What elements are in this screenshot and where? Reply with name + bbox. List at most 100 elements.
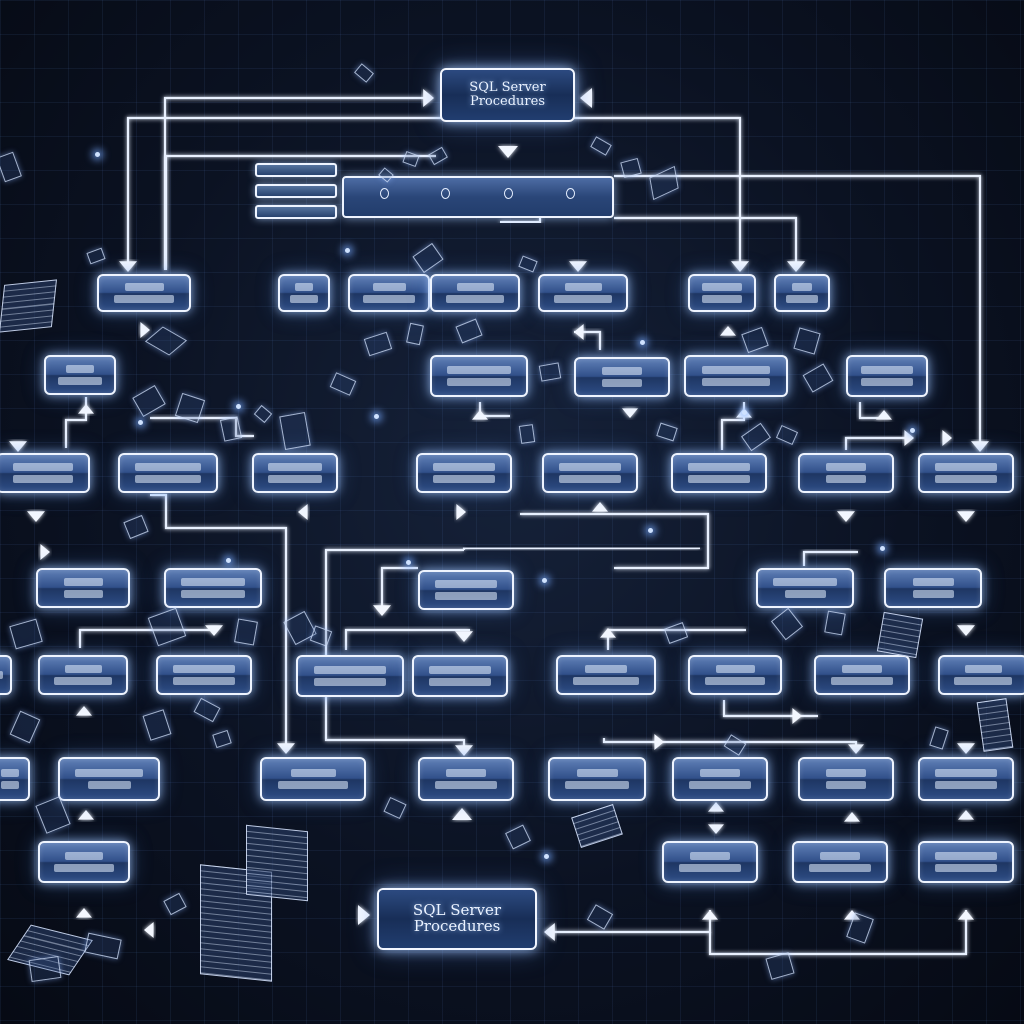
arrowhead-icon: [848, 744, 864, 754]
connector-line: [844, 436, 912, 450]
arrowhead-icon: [455, 631, 473, 642]
top-title-line-1: SQL Server: [469, 80, 546, 96]
procedure-node: [412, 655, 508, 697]
procedure-node: [684, 355, 788, 397]
connector-line: [614, 174, 982, 448]
procedure-node: [774, 274, 830, 312]
arrowhead-icon: [78, 404, 94, 414]
procedure-node: [688, 274, 756, 312]
procedure-node: [296, 655, 404, 697]
arrowhead-icon: [205, 625, 223, 636]
stack-bar: [255, 184, 337, 198]
arrowhead-icon: [455, 745, 473, 756]
connector-line: [78, 628, 210, 648]
arrowhead-icon: [76, 908, 92, 918]
procedure-node: [278, 274, 330, 312]
paper-icon: [518, 424, 536, 444]
arrowhead-icon: [574, 324, 584, 340]
arrowhead-icon: [958, 810, 974, 820]
procedure-node: [918, 757, 1014, 801]
bottom-title-line-1: SQL Server: [412, 901, 502, 920]
procedure-node: [814, 655, 910, 695]
procedure-node: [918, 453, 1014, 493]
connector-line: [614, 216, 798, 268]
connector-line: [344, 628, 470, 650]
arrowhead-icon: [452, 808, 472, 820]
arrowhead-icon: [358, 905, 370, 925]
arrowhead-icon: [876, 410, 892, 420]
arrowhead-icon: [373, 605, 391, 616]
bus-dot: [566, 188, 575, 199]
arrowhead-icon: [622, 408, 638, 418]
procedure-node: [430, 355, 528, 397]
arrowhead-icon: [119, 261, 137, 272]
arrowhead-icon: [792, 708, 802, 724]
arrowhead-icon: [957, 625, 975, 636]
glow-spark: [138, 420, 143, 425]
glow-spark: [95, 152, 100, 157]
glow-spark: [910, 428, 915, 433]
procedure-node: [792, 841, 888, 883]
arrowhead-icon: [498, 146, 518, 158]
arrowhead-icon: [904, 430, 914, 446]
arrowhead-icon: [731, 261, 749, 272]
procedure-node: [97, 274, 191, 312]
arrowhead-icon: [78, 810, 94, 820]
procedure-node: [756, 568, 854, 608]
procedure-node: [556, 655, 656, 695]
procedure-node: [118, 453, 218, 493]
arrowhead-icon: [144, 922, 154, 938]
glow-spark: [374, 414, 379, 419]
procedure-node: [156, 655, 252, 695]
procedure-node: [672, 757, 768, 801]
bus-dot: [504, 188, 513, 199]
arrowhead-icon: [957, 511, 975, 522]
arrowhead-icon: [702, 910, 718, 920]
glow-spark: [345, 248, 350, 253]
procedure-node: [938, 655, 1024, 695]
procedure-node: [884, 568, 982, 608]
arrowhead-icon: [456, 504, 466, 520]
data-bus: [342, 176, 614, 218]
procedure-node: [918, 841, 1014, 883]
arrowhead-icon: [654, 734, 664, 750]
procedure-node: [430, 274, 520, 312]
connector-line: [708, 910, 968, 956]
connector-line: [126, 116, 742, 270]
procedure-node: [548, 757, 646, 801]
procedure-node: [0, 655, 12, 695]
bus-dot: [441, 188, 450, 199]
arrowhead-icon: [958, 910, 974, 920]
glow-spark: [648, 528, 653, 533]
procedure-node: [260, 757, 366, 801]
connector-line: [64, 397, 88, 448]
connector-line: [478, 402, 510, 418]
paper-icon: [824, 610, 846, 636]
connector-line: [462, 546, 700, 550]
bottom-title-box: SQL Server Procedures: [377, 888, 537, 950]
document-stack-icon: [0, 279, 57, 333]
procedure-node: [164, 568, 262, 608]
procedure-node: [252, 453, 338, 493]
arrowhead-icon: [76, 706, 92, 716]
procedure-node: [38, 655, 128, 695]
arrowhead-icon: [600, 628, 616, 638]
procedure-node: [574, 357, 670, 397]
arrowhead-icon: [580, 88, 592, 108]
procedure-node: [38, 841, 130, 883]
connector-line: [720, 402, 746, 450]
procedure-node: [44, 355, 116, 395]
procedure-node: [688, 655, 782, 695]
procedure-node: [671, 453, 767, 493]
arrowhead-icon: [787, 261, 805, 272]
connector-line: [500, 218, 542, 224]
procedure-node: [418, 570, 514, 610]
procedure-node: [798, 453, 894, 493]
procedure-node: [662, 841, 758, 883]
bus-dot: [380, 188, 389, 199]
arrowhead-icon: [277, 743, 295, 754]
procedure-node: [416, 453, 512, 493]
glow-spark: [544, 854, 549, 859]
arrowhead-icon: [837, 511, 855, 522]
